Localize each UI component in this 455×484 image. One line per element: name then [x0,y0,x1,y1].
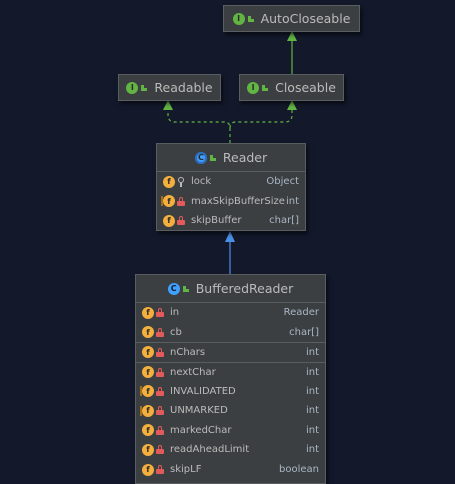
public-visibility-icon [209,153,217,162]
field-type: boolean [279,464,319,476]
field-row[interactable]: f in Reader [136,303,325,323]
reader-node[interactable]: C Reader f lock Object f maxSkipBufferSi… [156,143,306,231]
field-row[interactable]: f INVALIDATED int [136,381,325,401]
field-icon: f [163,175,175,188]
field-name: lock [191,176,212,188]
static-field-icon: f [161,195,175,208]
static-field-icon: f [140,404,154,417]
field-type: int [305,405,319,417]
public-visibility-icon [261,83,269,92]
field-row[interactable]: f skipBuffer char[] [157,211,305,231]
field-icon: f [142,463,154,476]
private-lock-icon [156,347,164,357]
field-icon: f [142,326,154,339]
closeable-node[interactable]: I Closeable [239,74,344,101]
interface-icon: I [232,12,245,25]
node-title: BufferedReader [195,281,294,296]
field-type: int [305,385,319,397]
public-visibility-icon [247,14,255,23]
autocloseable-node[interactable]: I AutoCloseable [223,5,360,32]
node-title: Reader [222,150,268,165]
private-lock-icon [156,367,164,377]
field-row[interactable]: f UNMARKED int [136,401,325,421]
arrowhead-reader [225,231,235,242]
field-icon: f [163,214,175,227]
bufferedreader-node[interactable]: C BufferedReader f in Reader f cb char[]… [135,274,326,484]
private-lock-icon [156,445,164,455]
field-type: char[] [289,326,319,338]
field-name: UNMARKED [170,405,228,417]
class-icon: C [167,282,180,295]
field-row[interactable]: f cb char[] [136,323,325,343]
field-icon: f [142,424,154,437]
readable-node[interactable]: I Readable [118,74,221,101]
field-row[interactable]: f readAheadLimit int [136,440,325,460]
static-field-icon: f [140,385,154,398]
field-name: skipLF [170,464,202,476]
field-icon: f [142,306,154,319]
public-visibility-icon [140,83,148,92]
field-name: in [170,307,180,319]
interface-icon: I [126,81,139,94]
private-lock-icon [156,327,164,337]
arrowhead-autocloseable [287,31,297,41]
abstract-class-icon: C [194,151,207,164]
field-icon: f [142,443,154,456]
field-row[interactable]: f nextChar int [136,361,325,382]
field-row[interactable]: f nChars int [136,342,325,362]
arrowhead-closeable [287,100,297,110]
interface-icon: I [247,81,260,94]
field-row[interactable]: f lock Object [157,172,305,192]
field-name: nChars [170,346,206,358]
private-lock-icon [177,196,185,206]
field-row[interactable]: f markedChar int [136,421,325,441]
relations-layer [163,31,297,274]
private-lock-icon [177,216,185,226]
private-lock-icon [156,406,164,416]
public-visibility-icon [182,284,190,293]
field-row[interactable]: f maxSkipBufferSize int [157,192,305,212]
private-lock-icon [156,386,164,396]
field-name: skipBuffer [191,215,242,227]
field-type: char[] [269,215,299,227]
private-lock-icon [156,465,164,475]
private-lock-icon [156,308,164,318]
arrowhead-readable [163,100,173,110]
field-icon: f [142,346,154,359]
field-name: markedChar [170,424,232,436]
edge-reader-interfaces [167,105,293,143]
field-type: Reader [283,307,319,319]
node-title: AutoCloseable [260,11,351,26]
field-row[interactable]: f skipLF boolean [136,460,325,480]
field-type: int [305,346,319,358]
field-name: nextChar [170,366,216,378]
field-type: int [305,366,319,378]
protected-visibility-icon [177,177,185,188]
field-icon: f [142,366,154,379]
field-name: INVALIDATED [170,385,236,397]
field-name: readAheadLimit [170,444,250,456]
field-type: int [305,444,319,456]
private-lock-icon [156,425,164,435]
field-name: cb [170,326,182,338]
node-title: Closeable [275,80,336,95]
field-type: int [285,195,299,207]
field-type: int [305,424,319,436]
field-type: Object [266,176,299,188]
node-title: Readable [154,80,213,95]
field-name: maxSkipBufferSize [191,195,285,207]
